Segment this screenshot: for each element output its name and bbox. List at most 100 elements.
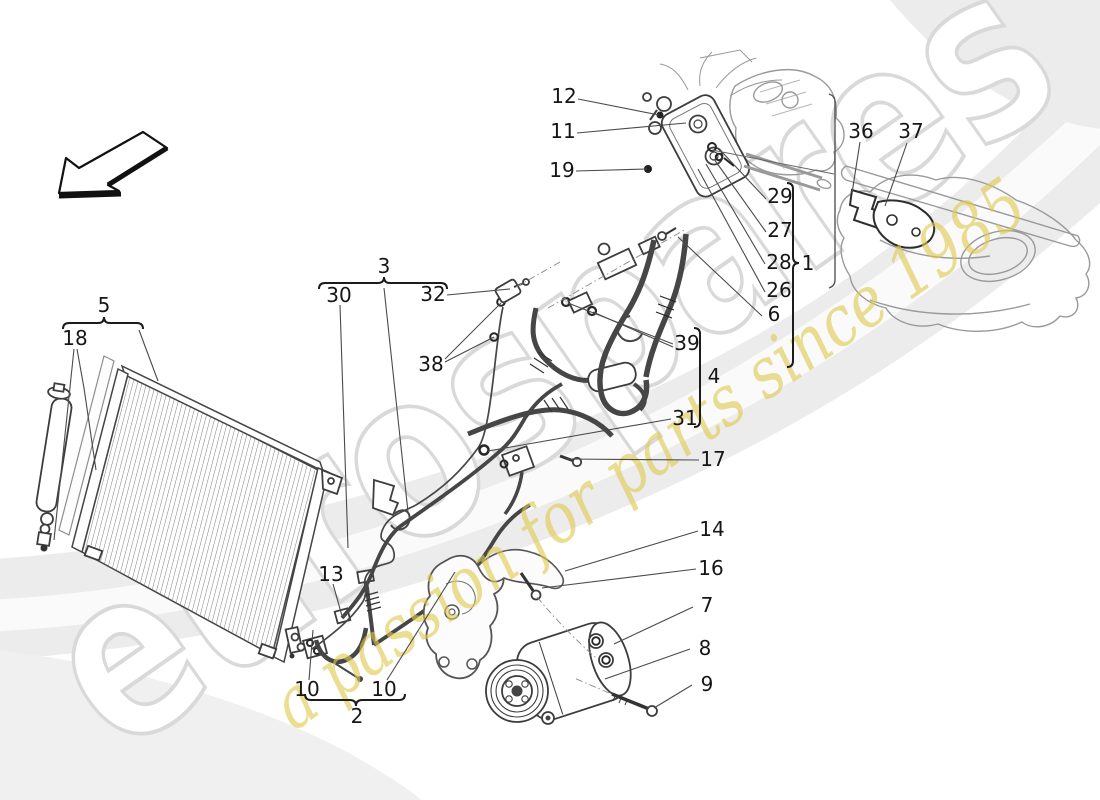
part-label-26: 26 (766, 278, 791, 302)
part-label-37: 37 (898, 119, 923, 143)
compressor-port (591, 636, 601, 646)
corrugation (363, 591, 382, 612)
leader-line-39 (592, 311, 674, 348)
leader-line-9 (653, 684, 693, 709)
manifold-port (693, 119, 703, 129)
part-label-18: 18 (62, 326, 87, 350)
leader-line-6 (677, 236, 763, 317)
pulley-hub (511, 685, 523, 697)
o-ring-small (714, 152, 724, 162)
part-label-10: 10 (371, 677, 396, 701)
bolt-17-head (571, 456, 583, 468)
condenser-foot (257, 642, 278, 660)
part-label-13: 13 (318, 562, 343, 586)
pipe-hook-clip (390, 509, 411, 531)
manifold-plate (660, 94, 751, 198)
bracket-group-5 (62, 316, 144, 330)
leader-line-27 (713, 158, 767, 233)
engine-cover-drawing (836, 165, 1091, 332)
assembly-axis (547, 228, 687, 309)
leader-line-38 (444, 336, 495, 363)
leader-line-5 (138, 329, 159, 382)
leader-line-26 (697, 168, 766, 293)
manifold-port (688, 114, 708, 134)
valve-port (597, 242, 611, 256)
leader-line-10 (386, 571, 456, 681)
pulley-groove (495, 669, 539, 713)
cover-body (836, 174, 1091, 332)
cap (642, 92, 652, 102)
part-label-30: 30 (326, 283, 351, 307)
direction-arrow (57, 130, 169, 199)
hose-port (648, 121, 662, 135)
manifold-port (709, 151, 719, 161)
hose-port-stem (649, 109, 658, 121)
hose-6 (597, 239, 657, 417)
corrugation (543, 396, 569, 413)
clutch-hole (521, 695, 529, 703)
bracket-contour (445, 580, 476, 615)
compressor-port (588, 633, 604, 649)
compressor-ear-hole (545, 715, 551, 721)
separator-line-right-view (828, 93, 836, 289)
engine-hatch (759, 79, 813, 117)
engine-cylinder (752, 81, 784, 103)
swoosh-band (890, 0, 1100, 129)
pipe-3-thin (311, 306, 504, 650)
o-ring (499, 459, 509, 469)
leader-line-7 (613, 606, 694, 645)
bracket-group-4 (693, 327, 701, 428)
part-label-17: 17 (700, 447, 725, 471)
part-label-32: 32 (420, 282, 445, 306)
compressor-port (601, 655, 611, 665)
pulley-groove (490, 664, 544, 718)
o-ring-small (707, 142, 717, 152)
part-label-11: 11 (550, 119, 575, 143)
drier-fitting (40, 512, 54, 526)
leader-line-12 (577, 98, 660, 116)
cover-opening (960, 229, 1036, 283)
part-label-2: 2 (351, 704, 364, 728)
bracket-group-2 (304, 693, 406, 707)
stud (723, 157, 735, 167)
bracket-group-1 (786, 182, 800, 368)
stub-bolt (357, 676, 363, 682)
part-label-27: 27 (767, 218, 792, 242)
bracket-hole (911, 227, 921, 237)
condenser-foot (83, 544, 104, 562)
part-label-38: 38 (418, 352, 443, 376)
part-label-4: 4 (708, 364, 721, 388)
compressor-port (598, 652, 614, 668)
receiver-drier-drawing (35, 382, 73, 552)
direction-arrow-shadow (58, 191, 122, 199)
mount-bracket-drawing (422, 548, 565, 680)
nut-12 (656, 111, 664, 119)
part-label-8: 8 (699, 636, 712, 660)
drain-stub (329, 659, 359, 679)
engine-pipes (743, 152, 823, 192)
fitting-bolt (289, 653, 295, 659)
assembly-axis (536, 596, 597, 659)
clutch-hole (521, 680, 529, 688)
bolt-16-head (530, 589, 542, 601)
part-label-6: 6 (768, 302, 781, 326)
leader-line-3 (383, 287, 409, 513)
callout-brackets (62, 93, 836, 707)
assembly-axis (515, 261, 561, 288)
pipe-2-stub (364, 579, 376, 646)
grommet-31 (478, 444, 490, 456)
cover-opening-inner (968, 236, 1028, 276)
screw-32-head (522, 278, 530, 286)
leader-line-29 (721, 151, 767, 200)
bracket-hole (327, 477, 335, 485)
condenser-drawing (58, 355, 400, 664)
part-label-19: 19 (549, 158, 574, 182)
part-label-10: 10 (294, 677, 319, 701)
direction-arrow-shadow (106, 145, 169, 188)
condenser-rear-panel (58, 355, 115, 536)
condenser-left-tank (71, 367, 129, 554)
part-label-5: 5 (98, 293, 111, 317)
leader-line-37 (884, 142, 908, 207)
